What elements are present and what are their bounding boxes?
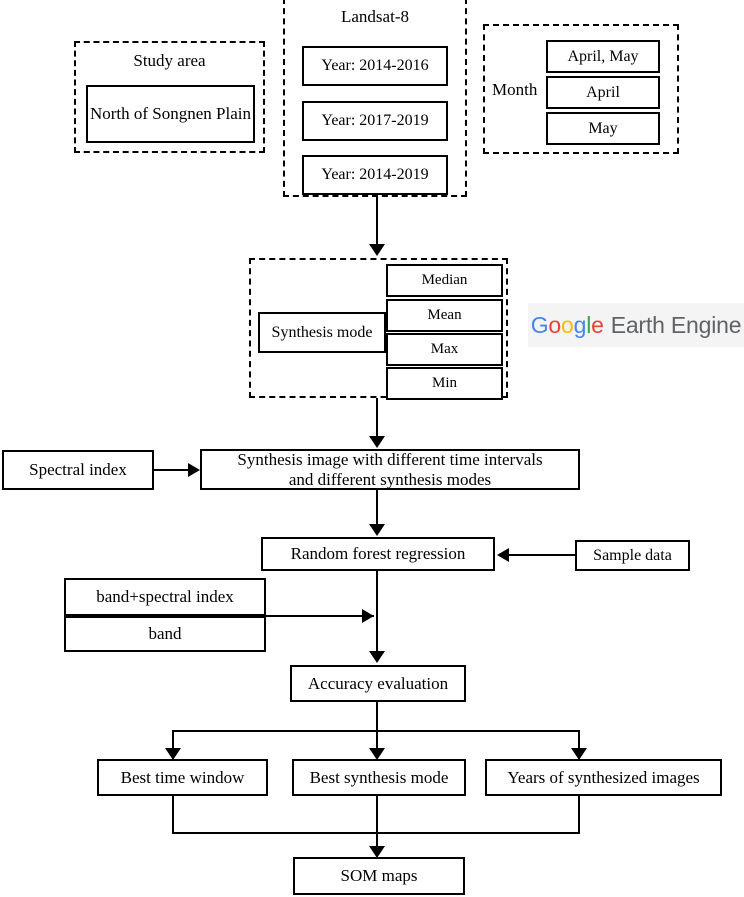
node-landsat-year-2014-2016[interactable]: Year: 2014-2016 [302, 46, 448, 86]
month-group [483, 24, 679, 154]
google-letter-e-red: e [591, 311, 604, 338]
node-best-time-window[interactable]: Best time window [97, 759, 268, 796]
arrowhead-synthesis-to-image [369, 436, 385, 448]
google-letter-o-yellow: o [561, 311, 574, 338]
study-area-group [74, 41, 265, 153]
node-synthesis-mode[interactable]: Synthesis mode [258, 312, 386, 353]
arrowhead-rf-to-accuracy [369, 651, 385, 663]
landsat8-group [283, 0, 467, 197]
node-month-april[interactable]: April [546, 76, 660, 109]
arrowhead-to-best-synthesis-mode [369, 748, 385, 760]
node-accuracy-evaluation[interactable]: Accuracy evaluation [290, 665, 466, 702]
arrowhead-image-to-rf [369, 524, 385, 536]
node-band[interactable]: band [64, 616, 266, 652]
node-landsat-year-2017-2019[interactable]: Year: 2017-2019 [302, 101, 448, 141]
connector-features-to-main [266, 615, 374, 617]
connector-landsat-to-synthesis [376, 197, 378, 248]
node-synthesis-max[interactable]: Max [386, 333, 503, 366]
google-letter-o-red: o [548, 311, 561, 338]
node-band-plus-spectral-index[interactable]: band+spectral index [64, 578, 266, 616]
node-som-maps[interactable]: SOM maps [293, 857, 465, 895]
arrowhead-spectral-index-to-image [188, 463, 200, 477]
arrowhead-to-som-maps [369, 846, 385, 858]
node-north-of-songnen-plain[interactable]: North of Songnen Plain [86, 85, 255, 143]
connector-sample-data-to-rf [509, 554, 575, 556]
study-area-group-label: Study area [133, 51, 206, 70]
node-synthesis-image[interactable]: Synthesis image with different time inte… [200, 449, 580, 490]
node-landsat-year-2014-2019[interactable]: Year: 2014-2019 [302, 155, 448, 195]
node-sample-data[interactable]: Sample data [575, 540, 690, 571]
node-years-of-synthesized-images[interactable]: Years of synthesized images [485, 759, 722, 796]
earth-engine-wordmark: Earth Engine [610, 311, 742, 338]
google-wordmark: Google [531, 312, 604, 339]
connector-spectral-index-to-image [154, 469, 190, 471]
connector-bus-to-years-of-images [578, 730, 580, 752]
arrowhead-landsat-to-synthesis [369, 244, 385, 256]
connector-merge-to-som [376, 796, 378, 856]
google-letter-g-blue-2: g [573, 311, 587, 338]
month-group-label: Month [492, 80, 538, 99]
connector-image-to-rf [376, 490, 378, 526]
google-letter-g-blue: G [530, 311, 549, 338]
arrowhead-features-to-main [362, 609, 374, 623]
node-synthesis-median[interactable]: Median [386, 264, 503, 297]
google-letter-l-green: l [586, 311, 592, 338]
node-random-forest-regression[interactable]: Random forest regression [261, 537, 495, 571]
arrowhead-to-years-of-images [571, 748, 587, 760]
node-synthesis-mean[interactable]: Mean [386, 299, 503, 332]
connector-outcome-bus [172, 730, 580, 732]
node-spectral-index[interactable]: Spectral index [2, 450, 154, 490]
landsat8-group-label: Landsat-8 [341, 7, 409, 26]
arrowhead-sample-data-to-rf [497, 548, 509, 562]
arrowhead-to-best-time-window [165, 748, 181, 760]
google-earth-engine-logo: Google Earth Engine [528, 303, 744, 347]
synthesis-image-line-2: and different synthesis modes [288, 469, 492, 489]
node-month-may[interactable]: May [546, 112, 660, 145]
synthesis-image-line-1: Synthesis image with different time inte… [237, 450, 543, 470]
connector-rf-to-accuracy [376, 571, 378, 653]
node-synthesis-min[interactable]: Min [386, 367, 503, 400]
node-month-april-may[interactable]: April, May [546, 40, 660, 73]
node-best-synthesis-mode[interactable]: Best synthesis mode [292, 759, 466, 796]
connector-bus-to-best-time-window [172, 730, 174, 752]
synthesis-mode-group [249, 258, 508, 398]
connector-accuracy-down [376, 702, 378, 752]
connector-best-time-window-down [172, 796, 174, 834]
connector-years-of-images-down [578, 796, 580, 834]
connector-synthesis-to-image [376, 398, 378, 438]
